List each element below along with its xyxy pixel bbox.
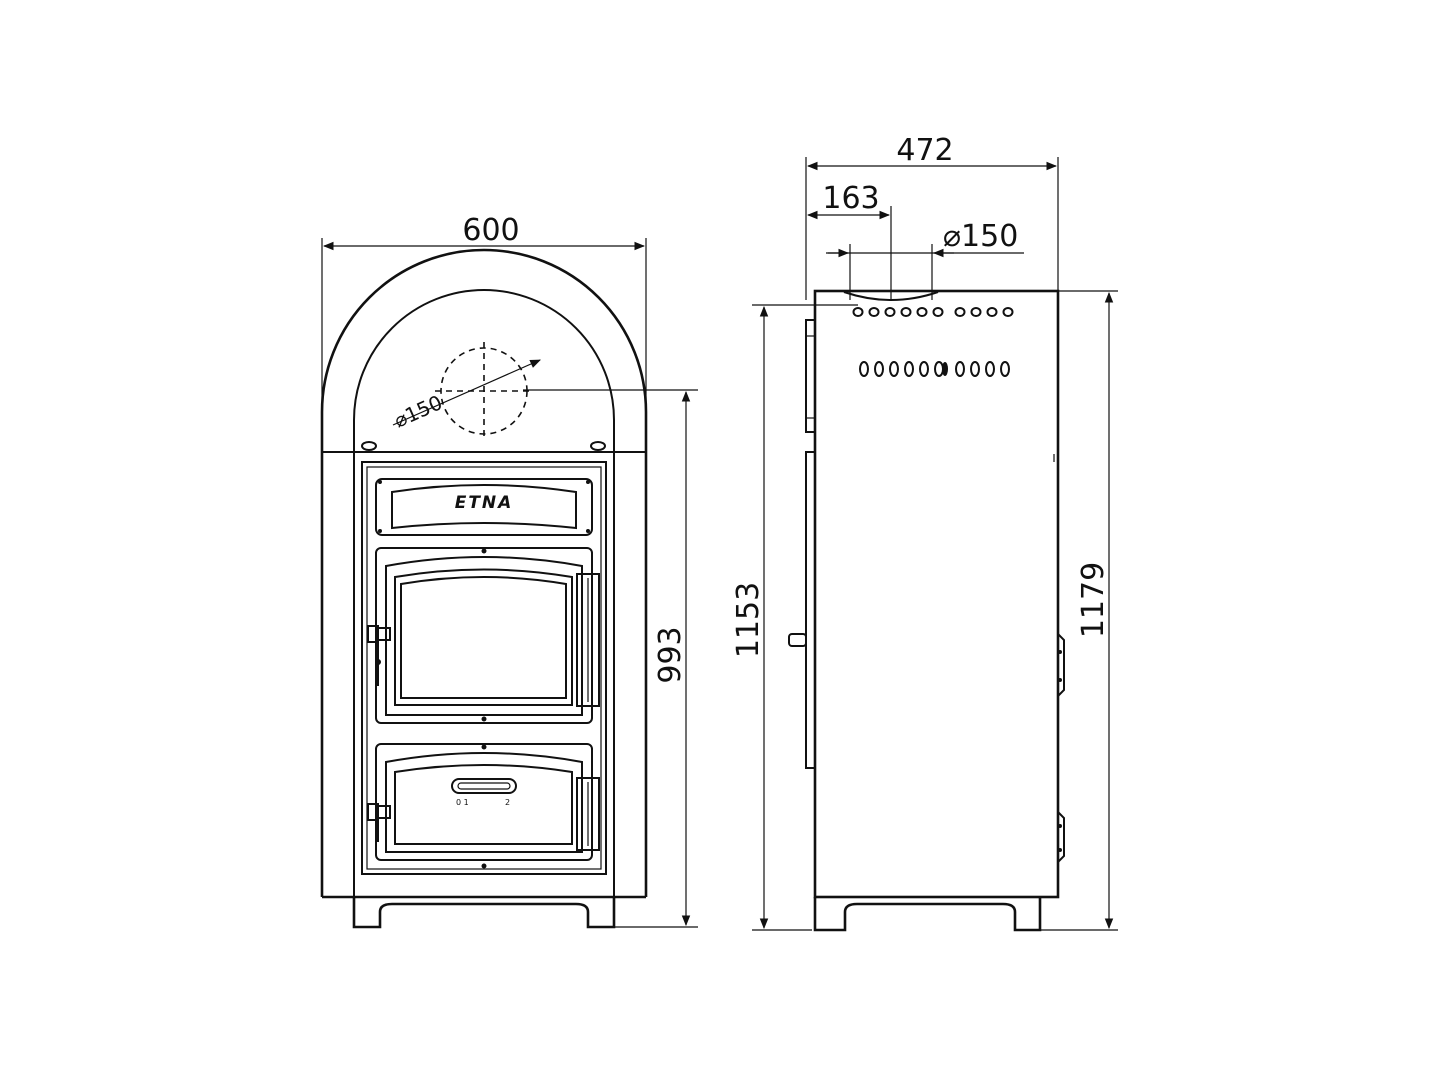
- right-knob: [590, 441, 606, 451]
- side-height-left-label: 1153: [731, 582, 766, 658]
- rear-connections: [1053, 454, 1065, 863]
- regulator-mark-right: 2: [505, 798, 510, 807]
- flue-diameter-dimension: ⌀150: [826, 219, 1024, 300]
- front-plate-profile: [805, 319, 816, 433]
- front-height-label: 993: [653, 626, 688, 683]
- front-view: 600 993 ⌀150: [320, 213, 698, 929]
- lower-vent-row: [859, 361, 1010, 377]
- door-handle-knob: [788, 633, 807, 647]
- front-height-dimension: 993: [523, 389, 698, 928]
- side-height-right-label: 1179: [1076, 562, 1111, 638]
- fire-door-handle: [576, 573, 600, 707]
- cast-frame: [361, 461, 607, 875]
- side-view: 472 163 ⌀150 1153 117: [731, 133, 1118, 932]
- regulator-mark-left: 0 1: [456, 798, 469, 807]
- upper-vent-row: [852, 307, 1014, 317]
- side-depth-label: 472: [896, 133, 953, 168]
- side-depth-dimension: 472: [805, 133, 1059, 300]
- fire-door: [367, 547, 600, 724]
- air-regulator-slot: [451, 778, 517, 794]
- ash-door: 0 1 2: [367, 743, 600, 869]
- front-width-label: 600: [462, 213, 519, 248]
- front-width-dimension: 600: [321, 213, 647, 452]
- door-profile: [805, 451, 816, 769]
- front-flue-label: ⌀150: [390, 390, 446, 432]
- flue-offset-label: 163: [822, 181, 879, 216]
- flue-outlet: ⌀150: [390, 342, 541, 440]
- side-flue-diameter-label: ⌀150: [943, 219, 1018, 254]
- arch-body-outline: [320, 248, 648, 452]
- flue-offset-dimension: 163: [806, 181, 892, 300]
- front-base: [352, 897, 616, 929]
- left-knob: [361, 441, 377, 451]
- arch-inner-outline: [353, 289, 615, 452]
- side-height-right-dimension: 1179: [1040, 290, 1118, 931]
- brand-label: ETNA: [455, 493, 514, 513]
- side-flue-collar: [843, 291, 939, 301]
- side-body-outline: [813, 289, 1060, 899]
- ash-door-handle: [576, 777, 600, 851]
- side-base: [813, 897, 1042, 932]
- brand-plate: ETNA: [375, 478, 593, 536]
- side-height-left-dimension: 1153: [731, 304, 858, 931]
